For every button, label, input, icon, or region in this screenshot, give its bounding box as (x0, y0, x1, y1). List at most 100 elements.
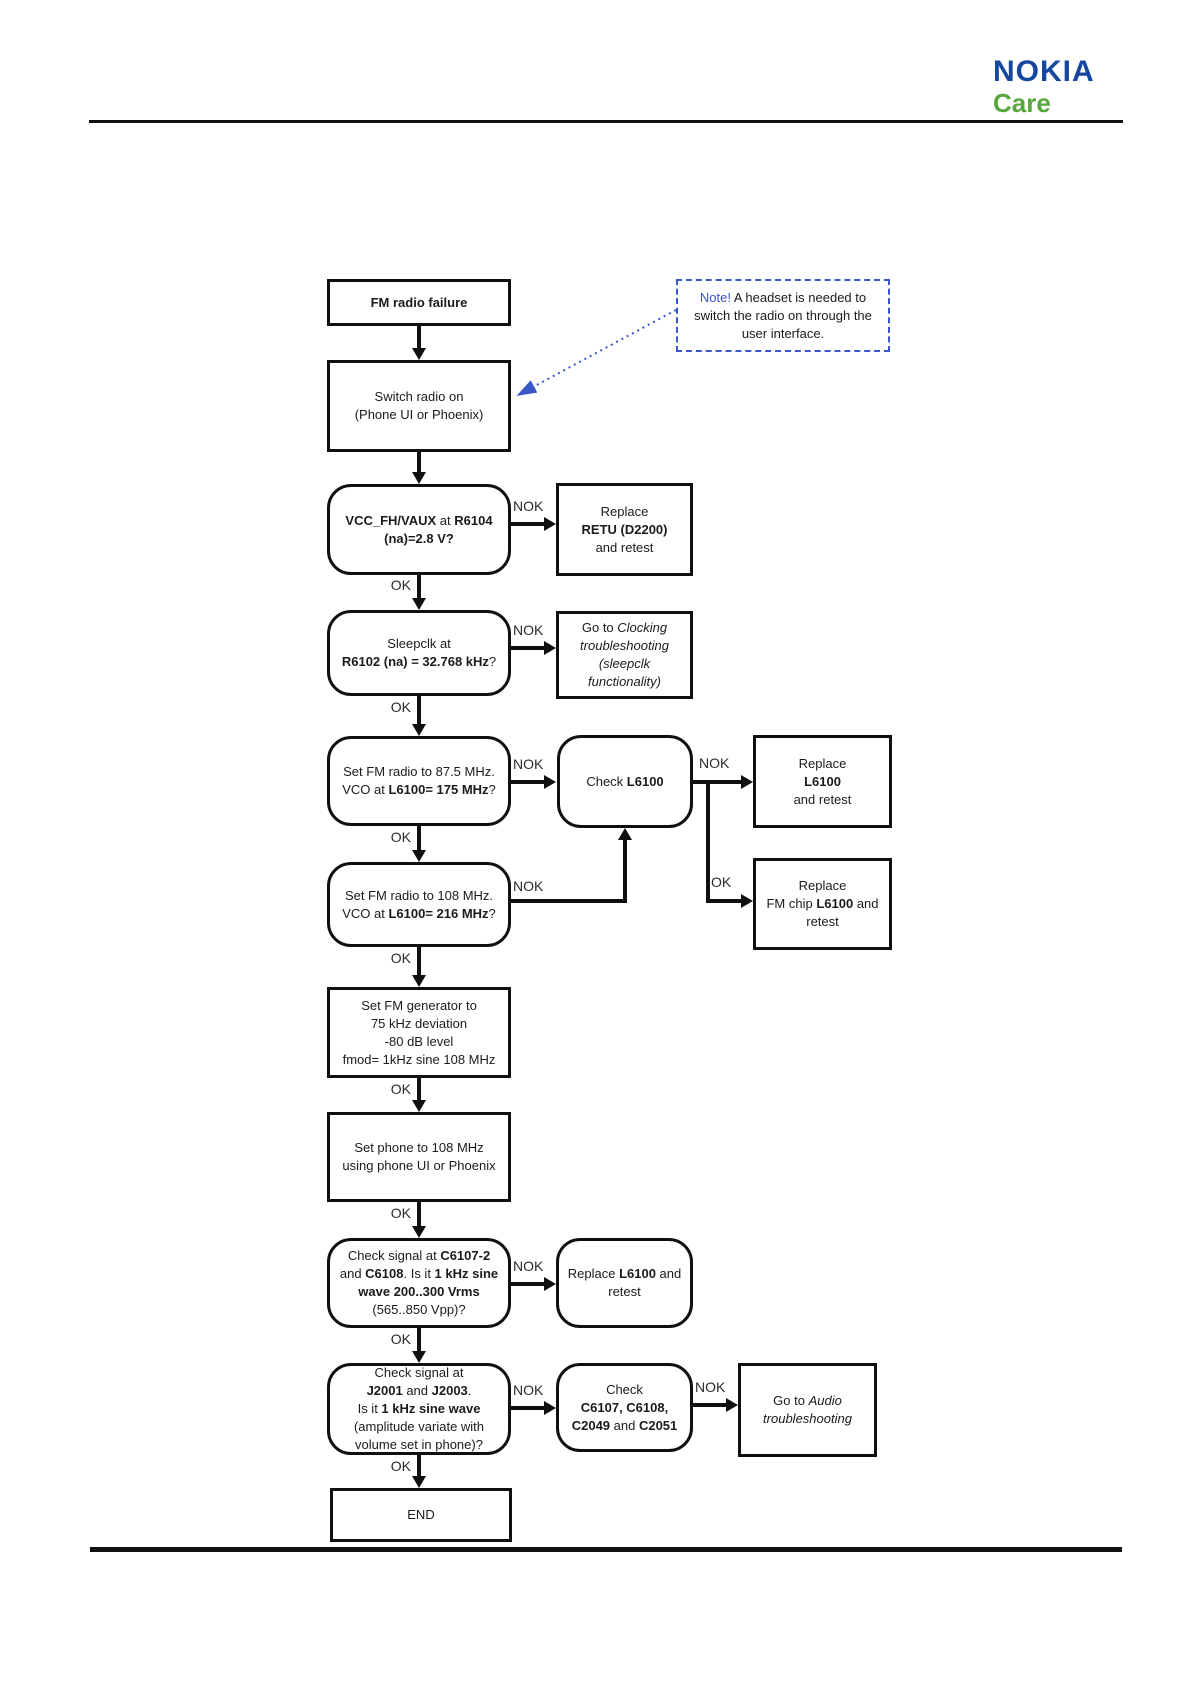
node-replace-fm-chip-text: Replace FM chip L6100 and retest (766, 878, 879, 929)
edge-label-ok: OK (390, 950, 411, 966)
flow-line (417, 1078, 421, 1100)
note-text: Note! A headset is needed to switch the … (694, 289, 872, 341)
node-set-fm-875: Set FM radio to 87.5 MHz. VCO at L6100= … (327, 736, 511, 826)
edge-label-nok: NOK (513, 498, 544, 514)
node-check-l6100-text: Check L6100 (586, 773, 664, 789)
arrowhead-right-icon (741, 775, 753, 789)
node-fm-radio-failure-text: FM radio failure (370, 294, 468, 310)
arrowhead-right-icon (544, 1401, 556, 1415)
node-replace-fm-chip: Replace FM chip L6100 and retest (753, 858, 892, 950)
flow-line (417, 696, 421, 724)
node-check-capacitors-text: Check C6107, C6108, C2049 and C2051 (571, 1381, 678, 1433)
arrowhead-down-icon (412, 472, 426, 484)
note-box: Note! A headset is needed to switch the … (676, 279, 890, 352)
node-replace-l6100-retest: Replace L6100 and retest (556, 1238, 693, 1328)
edge-label-ok: OK (390, 1081, 411, 1097)
arrowhead-right-icon (544, 517, 556, 531)
node-set-fm-108: Set FM radio to 108 MHz. VCO at L6100= 2… (327, 862, 511, 947)
flow-line (693, 1403, 726, 1407)
node-clocking-troubleshooting-text: Go to Clocking troubleshooting (sleepclk… (580, 620, 669, 689)
care-wordmark: Care (993, 88, 1051, 118)
edge-label-ok: OK (390, 1458, 411, 1474)
node-check-signal-j2001-text: Check signal at J2001 and J2003. Is it 1… (353, 1365, 485, 1452)
node-vcc-check: VCC_FH/VAUX at R6104 (na)=2.8 V? (327, 484, 511, 575)
flow-line (511, 780, 544, 784)
flow-line (511, 899, 625, 903)
edge-label-nok: NOK (513, 1258, 544, 1274)
arrowhead-right-icon (741, 894, 753, 908)
arrowhead-down-icon (412, 348, 426, 360)
arrowhead-right-icon (726, 1398, 738, 1412)
node-set-fm-generator-text: Set FM generator to 75 kHz deviation -80… (342, 997, 496, 1067)
arrowhead-down-icon (412, 1351, 426, 1363)
edge-label-ok: OK (390, 699, 411, 715)
flow-line (706, 780, 710, 903)
arrowhead-down-icon (412, 975, 426, 987)
flow-line (417, 1202, 421, 1226)
edge-label-nok: NOK (513, 1382, 544, 1398)
note-arrow-line (516, 309, 677, 396)
flow-line (417, 452, 421, 472)
node-audio-troubleshooting-text: Go to Audio troubleshooting (763, 1393, 852, 1426)
node-replace-retu-text: Replace RETU (D2200) and retest (581, 503, 668, 555)
node-check-signal-j2001: Check signal at J2001 and J2003. Is it 1… (327, 1363, 511, 1455)
node-replace-retu: Replace RETU (D2200) and retest (556, 483, 693, 576)
flow-line (417, 826, 421, 850)
node-set-fm-108-text: Set FM radio to 108 MHz. VCO at L6100= 2… (342, 887, 496, 921)
arrowhead-right-icon (544, 641, 556, 655)
edge-label-ok: OK (390, 1331, 411, 1347)
edge-label-ok: OK (390, 1205, 411, 1221)
flow-line (693, 780, 741, 784)
edge-label-nok: NOK (513, 622, 544, 638)
node-clocking-troubleshooting: Go to Clocking troubleshooting (sleepclk… (556, 611, 693, 699)
edge-label-ok: OK (390, 577, 411, 593)
flow-line (511, 646, 544, 650)
flow-line (417, 1455, 421, 1476)
arrowhead-down-icon (412, 1226, 426, 1238)
flow-line (706, 899, 741, 903)
arrowhead-down-icon (412, 724, 426, 736)
arrowhead-down-icon (412, 598, 426, 610)
node-replace-l6100: Replace L6100 and retest (753, 735, 892, 828)
flow-line (417, 947, 421, 975)
arrowhead-down-icon (412, 1100, 426, 1112)
arrowhead-up-icon (618, 828, 632, 840)
edge-label-nok: NOK (513, 878, 544, 894)
flow-line (417, 1328, 421, 1351)
nokia-care-logo: NOKIA Care (993, 55, 1095, 118)
flow-line (417, 575, 421, 598)
flow-line (511, 1406, 544, 1410)
flow-line (511, 1282, 544, 1286)
footer-rule (90, 1547, 1122, 1552)
node-check-l6100: Check L6100 (557, 735, 693, 828)
node-fm-radio-failure: FM radio failure (327, 279, 511, 326)
flow-line (417, 326, 421, 348)
arrowhead-right-icon (544, 775, 556, 789)
arrowhead-right-icon (544, 1277, 556, 1291)
node-sleepclk-check: Sleepclk at R6102 (na) = 32.768 kHz? (327, 610, 511, 696)
node-check-capacitors: Check C6107, C6108, C2049 and C2051 (556, 1363, 693, 1452)
arrowhead-down-icon (412, 850, 426, 862)
edge-label-nok: NOK (513, 756, 544, 772)
flow-line (511, 522, 544, 526)
nokia-wordmark: NOKIA (993, 55, 1095, 88)
node-end-text: END (407, 1507, 435, 1522)
flow-line (623, 840, 627, 903)
edge-label-ok: OK (390, 829, 411, 845)
edge-label-nok: NOK (695, 1379, 726, 1395)
node-switch-radio-on-text: Switch radio on (Phone UI or Phoenix) (354, 389, 484, 422)
header-rule (89, 120, 1123, 123)
node-switch-radio-on: Switch radio on (Phone UI or Phoenix) (327, 360, 511, 452)
edge-label-ok: OK (711, 874, 732, 890)
edge-label-nok: NOK (699, 755, 730, 771)
node-end: END (330, 1488, 512, 1542)
node-set-fm-generator: Set FM generator to 75 kHz deviation -80… (327, 987, 511, 1078)
node-replace-l6100-text: Replace L6100 and retest (793, 755, 852, 807)
node-set-phone-108-text: Set phone to 108 MHz using phone UI or P… (342, 1140, 496, 1173)
node-check-signal-c6107: Check signal at C6107-2 and C6108. Is it… (327, 1238, 511, 1328)
node-vcc-check-text: VCC_FH/VAUX at R6104 (na)=2.8 V? (345, 512, 493, 546)
note-arrow (516, 309, 677, 396)
node-check-signal-c6107-text: Check signal at C6107-2 and C6108. Is it… (339, 1248, 499, 1317)
node-audio-troubleshooting: Go to Audio troubleshooting (738, 1363, 877, 1457)
